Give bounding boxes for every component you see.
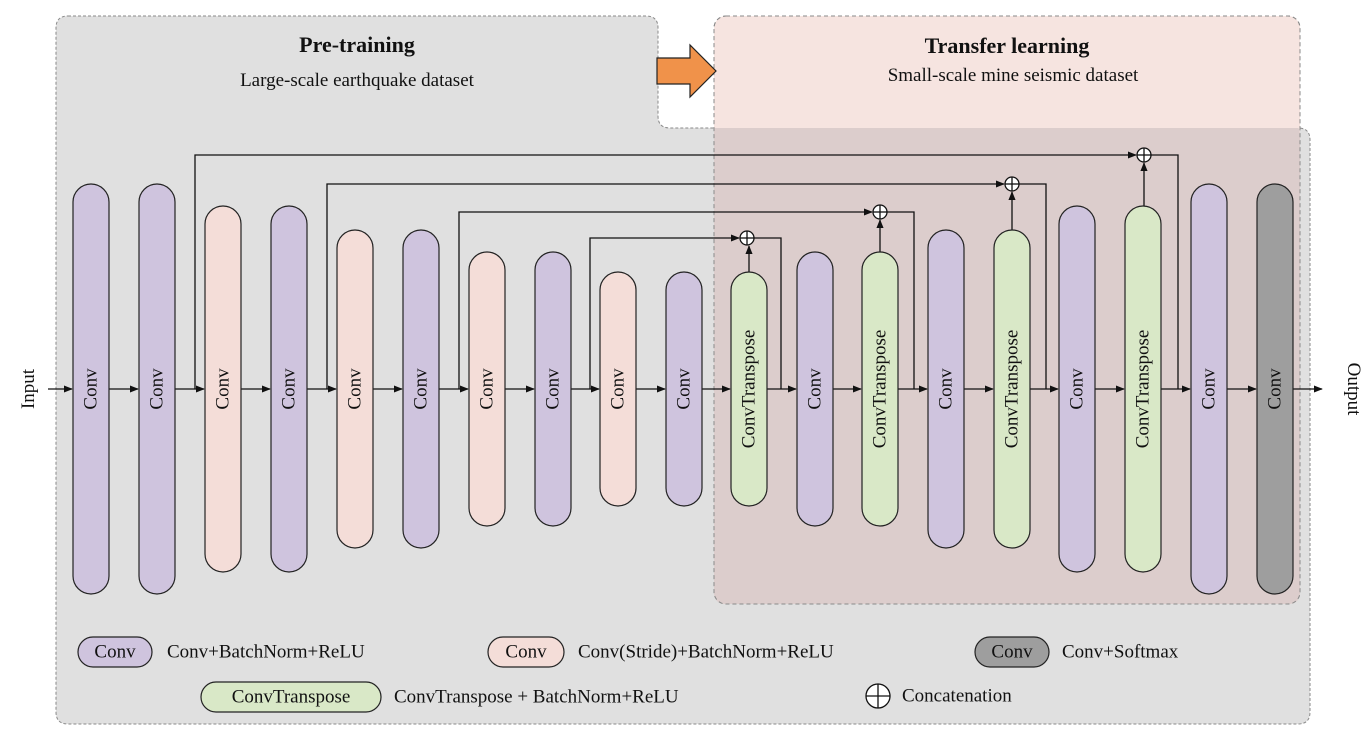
block-5-stride: Conv (336, 229, 374, 549)
block-8-conv: Conv (534, 251, 572, 527)
block-label: ConvTranspose (870, 330, 891, 449)
block-6-conv: Conv (402, 229, 440, 549)
legend-label: Conv+BatchNorm+ReLU (167, 642, 365, 663)
legend-chip (77, 636, 153, 668)
transition-arrow (656, 43, 717, 99)
block-label: Conv (147, 368, 168, 410)
block-shape (993, 229, 1031, 549)
block-shape (402, 229, 440, 549)
block-label: Conv (608, 368, 629, 410)
legend-label: ConvTranspose + BatchNorm+ReLU (394, 687, 679, 708)
legend-chip-label: Conv (505, 642, 547, 663)
skip-connection-4 (589, 234, 740, 389)
skip-merge-4 (754, 237, 782, 389)
block-shape (1190, 183, 1228, 595)
block-17-transpose: ConvTranspose (1124, 205, 1162, 573)
block-label: Conv (1265, 368, 1286, 410)
block-label: Conv (936, 368, 957, 410)
legend-chip (487, 636, 565, 668)
block-shape (336, 229, 374, 549)
block-14-conv: Conv (927, 229, 965, 549)
block-4-conv: Conv (270, 205, 308, 573)
block-shape (861, 251, 899, 527)
block-shape (599, 271, 637, 507)
pretraining-title: Pre-training (299, 32, 415, 57)
block-shape (534, 251, 572, 527)
block-shape (1124, 205, 1162, 573)
legend-label: Concatenation (902, 686, 1012, 707)
skip-connection-1 (194, 151, 1137, 389)
block-shape (138, 183, 176, 595)
block-9-stride: Conv (599, 271, 637, 507)
block-18-conv: Conv (1190, 183, 1228, 595)
pretraining-subtitle: Large-scale earthquake dataset (240, 70, 475, 91)
block-shape (270, 205, 308, 573)
input-label: Input (18, 368, 39, 409)
block-19-softmax: Conv (1256, 183, 1294, 595)
skip-connection-2 (326, 180, 1005, 389)
legend-label: Conv(Stride)+BatchNorm+ReLU (578, 642, 834, 663)
legend-item-stride: Conv Conv(Stride)+BatchNorm+ReLU (487, 636, 834, 668)
concat-node-4 (739, 230, 755, 246)
block-shape (204, 205, 242, 573)
block-16-conv: Conv (1058, 205, 1096, 573)
legend-chip (974, 636, 1050, 668)
legend-chip-label: Conv (991, 642, 1033, 663)
block-11-transpose: ConvTranspose (730, 271, 768, 507)
block-shape (72, 183, 110, 595)
concatenation-nodes (739, 147, 1152, 246)
legend-item-conv: Conv Conv+BatchNorm+ReLU (77, 636, 365, 668)
block-label: Conv (213, 368, 234, 410)
legend-label: Conv+Softmax (1062, 642, 1179, 663)
block-label: Conv (1067, 368, 1088, 410)
block-12-conv: Conv (796, 251, 834, 527)
block-label: Conv (81, 368, 102, 410)
legend-item-concat: Concatenation (865, 683, 1012, 709)
legend-item-softmax: Conv Conv+Softmax (974, 636, 1179, 668)
block-label: ConvTranspose (739, 330, 760, 449)
block-3-stride: Conv (204, 205, 242, 573)
legend-chip-label: Conv (94, 642, 136, 663)
block-label: Conv (345, 368, 366, 410)
concat-node-1 (1136, 147, 1152, 163)
transfer-title: Transfer learning (925, 33, 1090, 58)
block-label: Conv (674, 368, 695, 410)
connections (48, 151, 1323, 393)
block-label: Conv (1199, 368, 1220, 410)
block-shape (796, 251, 834, 527)
network-blocks: Conv Conv Conv Conv Conv Conv Conv Conv Conv Conv… (72, 183, 1294, 595)
block-15-transpose: ConvTranspose (993, 229, 1031, 549)
block-label: Conv (543, 368, 564, 410)
block-shape (927, 229, 965, 549)
block-2-conv: Conv (138, 183, 176, 595)
skip-merge-3 (887, 211, 915, 389)
block-label: Conv (279, 368, 300, 410)
block-label: Conv (411, 368, 432, 410)
skip-merge-2 (1019, 183, 1047, 389)
skip-merge-1 (1151, 154, 1179, 389)
skip-connection-3 (458, 208, 873, 389)
output-label: Output (1343, 363, 1364, 417)
block-shape (730, 271, 768, 507)
block-7-stride: Conv (468, 251, 506, 527)
concat-node-3 (872, 204, 888, 220)
block-shape (665, 271, 703, 507)
block-13-transpose: ConvTranspose (861, 251, 899, 527)
block-10-conv: Conv (665, 271, 703, 507)
block-shape (468, 251, 506, 527)
block-shape (1058, 205, 1096, 573)
block-label: Conv (477, 368, 498, 410)
legend-item-transpose: ConvTranspose ConvTranspose + BatchNorm+R… (200, 681, 679, 713)
concat-node-2 (1004, 176, 1020, 192)
legend: Conv Conv+BatchNorm+ReLU Conv Conv(Stride)+… (77, 636, 1179, 713)
block-1-conv: Conv (72, 183, 110, 595)
block-label: ConvTranspose (1133, 330, 1154, 449)
block-label: ConvTranspose (1002, 330, 1023, 449)
block-label: Conv (805, 368, 826, 410)
block-shape (1256, 183, 1294, 595)
legend-chip-label: ConvTranspose (232, 687, 351, 708)
transfer-subtitle: Small-scale mine seismic dataset (888, 65, 1139, 86)
legend-chip (200, 681, 382, 713)
